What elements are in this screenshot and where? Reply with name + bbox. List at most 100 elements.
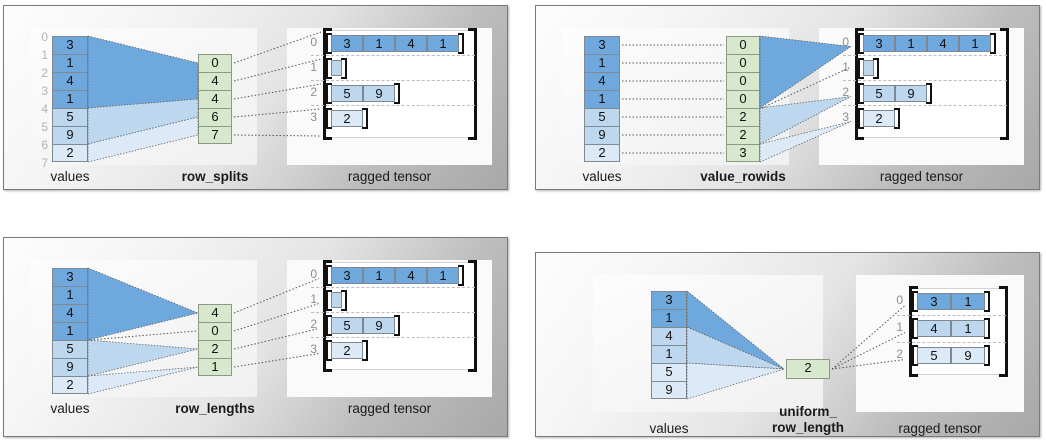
ragged-value-cell: 1 [427,35,459,52]
values-cell: 1 [52,322,88,340]
values-cell: 4 [52,72,88,90]
ragged-value-cell: 1 [951,320,985,337]
values-cell: 9 [584,126,620,144]
ragged-row-label: 3 [842,110,849,124]
values-cell: 5 [651,363,687,381]
encoding-cell: 2 [726,108,760,126]
ragged-row-label: 0 [310,267,317,281]
ragged-row-label: 2 [310,85,317,99]
encoding-caption-value-rowids: value_rowids [700,169,786,184]
ragged-value-cell: 1 [959,35,991,52]
ragged-bracket-right [1000,28,1009,140]
ragged-row-bracket-left [858,33,864,54]
ragged-empty-cell [863,60,874,76]
values-cell: 5 [584,108,620,126]
encoding-cell: 1 [198,358,232,376]
values-cell: 1 [52,286,88,304]
ragged-row-bracket-left [858,83,864,104]
values-caption-row-lengths: values [50,401,90,416]
ragged-row-bracket-right [394,83,400,104]
encoding-cell: 4 [198,90,232,108]
ragged-row-label: 2 [842,85,849,99]
ragged-caption-row-splits: ragged tensor [347,169,432,184]
ragged-row-bracket-left [912,318,918,339]
ragged-value-cell: 5 [331,317,363,334]
ragged-bracket-left [909,286,918,377]
ragged-row-bracket-right [362,340,368,361]
ragged-bracket-right [468,260,477,372]
ragged-row-bracket-left [326,58,332,79]
left-card-uniform-row-length [593,275,823,412]
values-cell: 1 [584,54,620,72]
values-cell: 5 [52,340,88,358]
ragged-value-cell: 5 [331,85,363,102]
ragged-row-bracket-right [458,265,464,286]
ragged-value-cell: 2 [331,342,363,359]
values-cell: 5 [52,108,88,126]
encoding-cell: 4 [198,72,232,90]
ragged-value-cell: 3 [331,35,363,52]
ragged-row-separator [311,105,475,106]
encoding-caption-row-lengths: row_lengths [175,401,255,416]
encoding-column-uniform-row-length: 2 [786,359,830,379]
ragged-bracket-left [323,260,332,372]
values-cell: 3 [52,36,88,54]
ragged-row-bracket-right [394,315,400,336]
encoding-cell: 0 [726,72,760,90]
values-index-tick: 0 [41,30,48,44]
encoding-cell: 0 [726,54,760,72]
values-cell: 2 [52,376,88,394]
values-index-tick: 7 [41,156,48,170]
ragged-row-bracket-right [362,108,368,129]
ragged-value-cell: 3 [331,267,363,284]
ragged-row-label: 1 [310,60,317,74]
values-index-tick: 6 [41,138,48,152]
ragged-row-separator [311,337,475,338]
ragged-row-separator [311,287,475,288]
ragged-value-cell: 3 [917,293,951,310]
ragged-row-bracket-right [990,33,996,54]
encoding-cell: 2 [726,126,760,144]
ragged-value-cell: 9 [363,317,395,334]
ragged-value-cell: 9 [895,85,927,102]
encoding-cell: 6 [198,108,232,126]
ragged-row-bracket-right [341,58,347,79]
values-index-tick: 1 [41,48,48,62]
ragged-value-cell: 1 [363,35,395,52]
ragged-row-bracket-right [873,58,879,79]
ragged-row-separator [311,55,475,56]
values-cell: 2 [52,144,88,162]
ragged-row-separator [311,312,475,313]
values-index-tick: 3 [41,84,48,98]
ragged-row-label: 2 [896,347,903,361]
encoding-cell: 0 [726,36,760,54]
values-cell: 1 [651,345,687,363]
values-cell: 4 [651,327,687,345]
values-cell: 1 [584,90,620,108]
values-cell: 4 [52,304,88,322]
ragged-caption-value-rowids: ragged tensor [879,169,964,184]
ragged-bracket-left [855,28,864,140]
ragged-row-separator [897,315,1006,316]
ragged-row-separator [843,80,1007,81]
values-index-tick: 5 [41,120,48,134]
encoding-cell: 7 [198,126,232,144]
ragged-row-bracket-left [326,340,332,361]
ragged-row-bracket-left [326,33,332,54]
values-cell: 1 [52,54,88,72]
ragged-value-cell: 5 [917,347,951,364]
values-cell: 9 [52,358,88,376]
ragged-row-label: 3 [310,110,317,124]
ragged-empty-cell [331,60,342,76]
ragged-value-cell: 9 [951,347,985,364]
